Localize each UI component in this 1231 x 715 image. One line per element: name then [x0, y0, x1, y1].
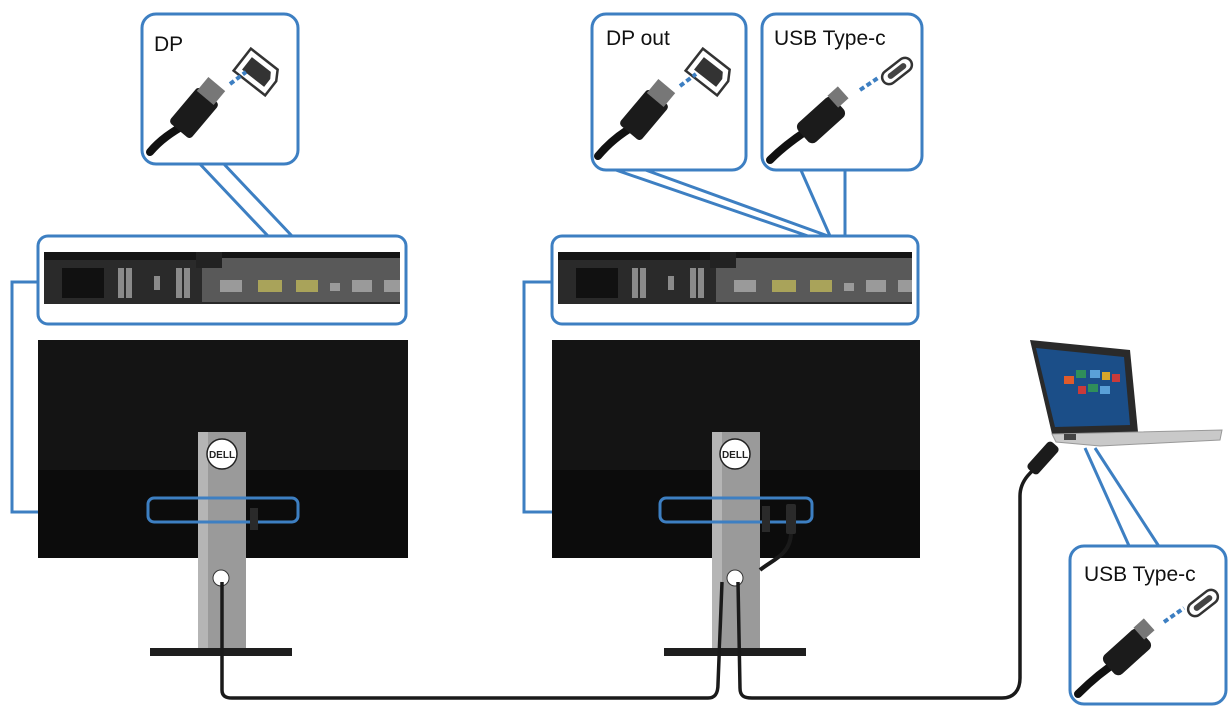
callout-dp-out: [590, 12, 748, 172]
power-port-icon: [576, 268, 618, 298]
displayport-plug-icon: [594, 79, 676, 160]
monitor-2-logo-text: DELL: [722, 450, 748, 461]
callout-usbc-monitor: [760, 12, 924, 172]
monitor-1-port-highlight: [146, 496, 300, 524]
monitor-1-logo-text: DELL: [209, 450, 235, 461]
monitor-2-cable-hole: [726, 569, 744, 587]
dell-logo-icon: DELL: [206, 438, 238, 470]
laptop-icon: [1030, 340, 1223, 447]
monitor-2-port-highlight: [658, 496, 814, 524]
usb-c-chain-cable: [220, 460, 1045, 700]
port-panel-1: [36, 234, 408, 326]
displayport-socket-icon: [231, 46, 279, 98]
callout-dp-in-label: DP: [154, 33, 184, 56]
laptop-usb-c-plug: [1027, 441, 1059, 475]
callout-dp-in: [140, 12, 300, 166]
callout-usbc-laptop-label: USB Type-c: [1084, 563, 1196, 586]
monitor-2: DELL: [552, 340, 920, 656]
usb-c-socket-icon: [1186, 588, 1220, 618]
displayport-socket-icon: [683, 46, 731, 98]
power-port-icon: [62, 268, 104, 298]
io-ports: [220, 280, 400, 292]
callout-dp-out-label: DP out: [606, 27, 670, 50]
monitor-1: DELL: [38, 340, 408, 656]
monitor-2-stand-base: [664, 648, 806, 656]
callout-usbc-monitor-label: USB Type-c: [774, 27, 886, 50]
callout-usbc-laptop: [1068, 544, 1228, 706]
port-panel-2: [550, 234, 920, 326]
usb-c-plug-icon: [1074, 618, 1155, 698]
usb-c-plug-icon: [766, 86, 849, 164]
io-ports: [734, 280, 912, 292]
dell-logo-icon: DELL: [719, 438, 751, 470]
usb-c-socket-icon: [880, 56, 914, 86]
displayport-plug-icon: [146, 77, 226, 156]
